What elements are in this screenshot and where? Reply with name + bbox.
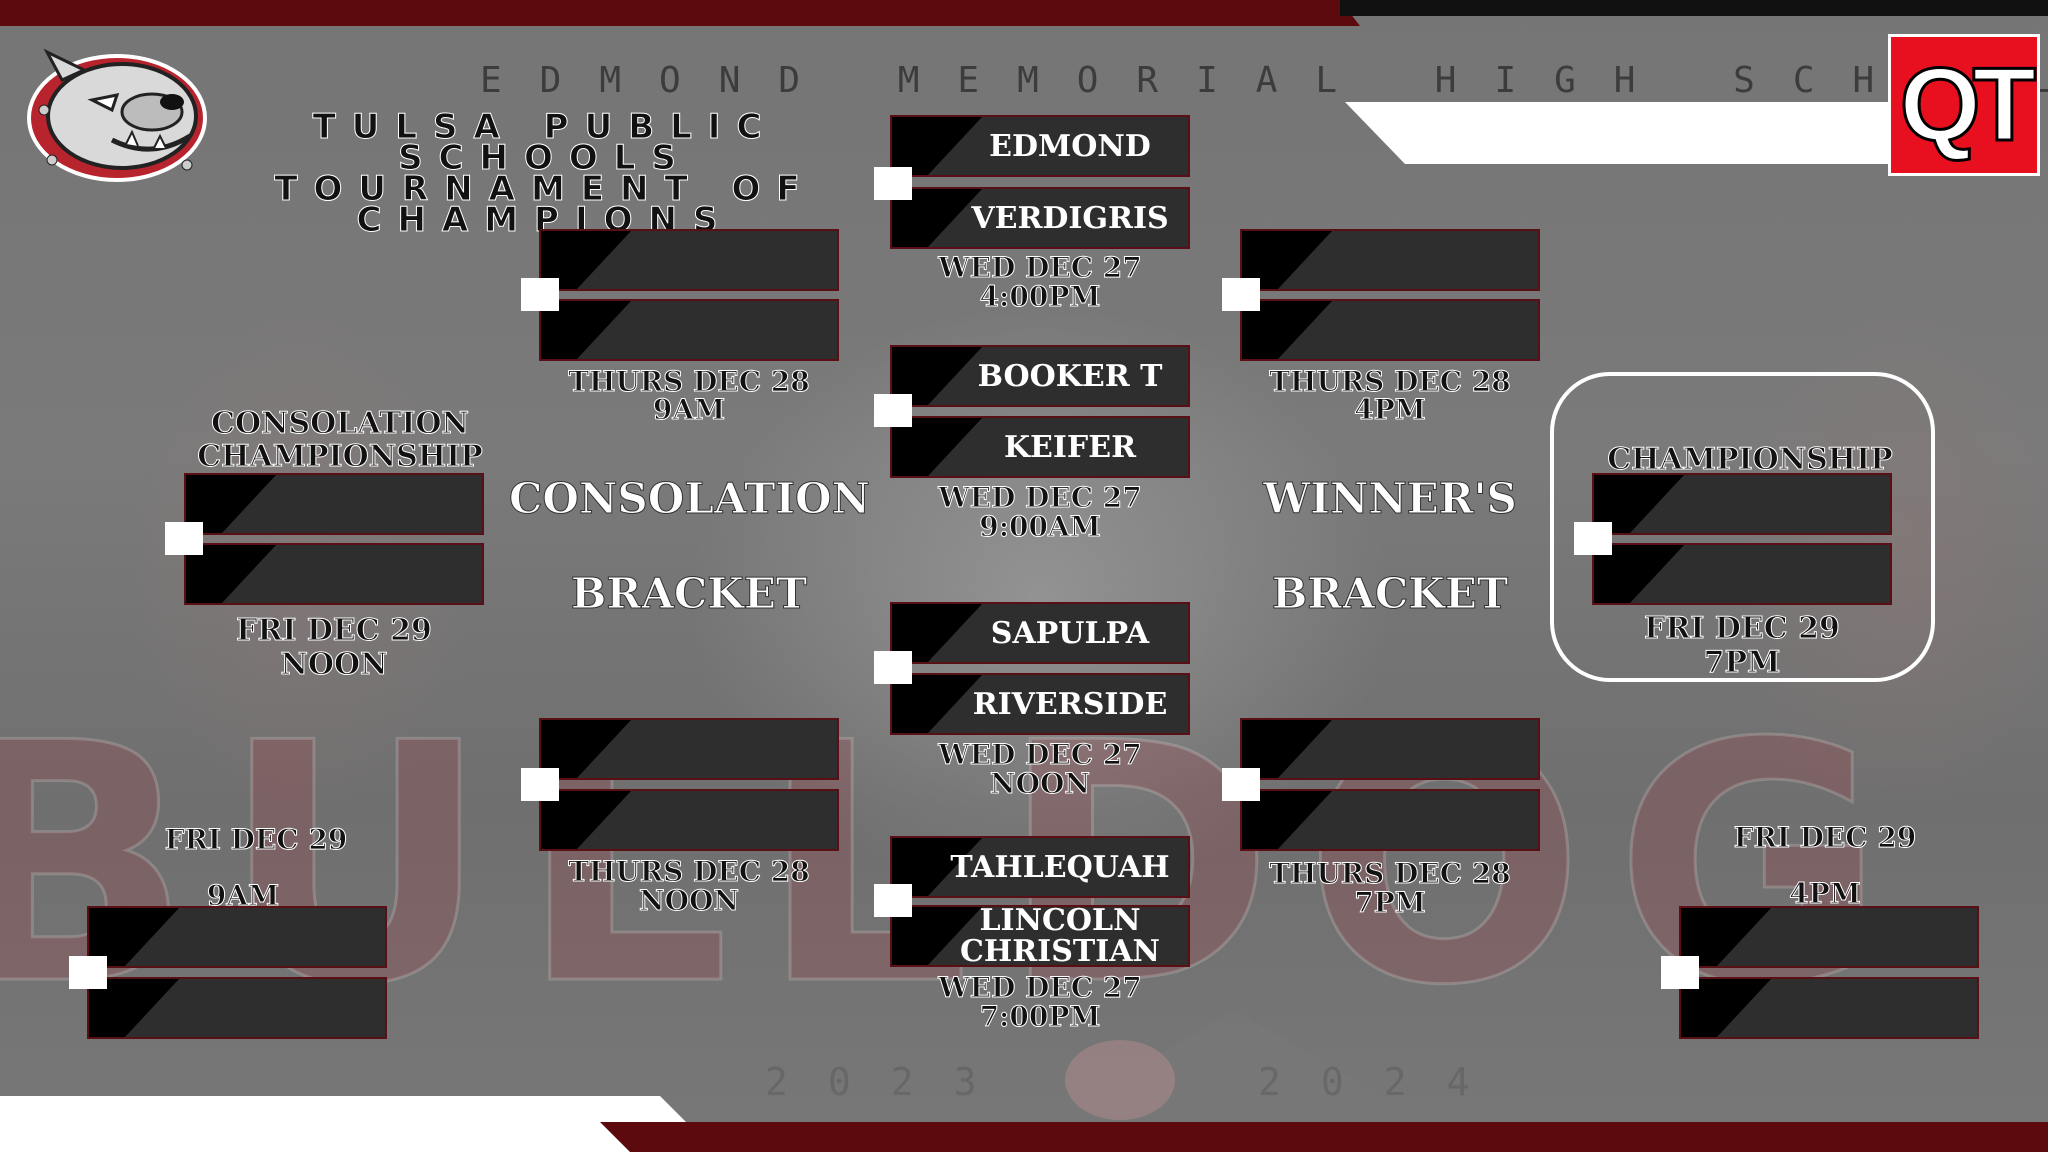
bracket-connector xyxy=(874,394,912,427)
bracket-connector xyxy=(874,884,912,917)
first-round-game1-bottom-slot: VERDIGRIS xyxy=(890,187,1190,249)
game-time: 7PM xyxy=(1703,645,1781,680)
consolation-game1-top-slot xyxy=(539,229,839,291)
team-name: VERDIGRIS xyxy=(971,200,1169,236)
game-date: WED DEC 27 xyxy=(938,251,1142,284)
game-date: WED DEC 27 xyxy=(938,971,1142,1004)
first-round-game4-bottom-slot: LINCOLN CHRISTIAN xyxy=(890,905,1190,967)
team-name: RIVERSIDE xyxy=(972,686,1168,722)
game-date: THURS DEC 28 xyxy=(568,365,811,398)
consolation-championship-title-line2: CHAMPIONSHIP xyxy=(197,439,483,474)
game-date: FRI DEC 29 xyxy=(1733,821,1917,854)
first-round-game3-bottom-slot: RIVERSIDE xyxy=(890,673,1190,735)
winners-label: WINNER'S xyxy=(1263,474,1518,524)
consolation-label: CONSOLATION xyxy=(509,474,871,524)
game-date: FRI DEC 29 xyxy=(236,613,433,648)
placement-right-bottom-slot xyxy=(1679,977,1979,1039)
bracket-connector xyxy=(521,278,559,311)
consolation-game2-bottom-slot xyxy=(539,789,839,851)
championship-highlight-box xyxy=(1550,372,1935,682)
placement-left-bottom-slot xyxy=(87,977,387,1039)
bracket-connector xyxy=(521,768,559,801)
championship-top-slot xyxy=(1592,473,1892,535)
consolation-game2-top-slot xyxy=(539,718,839,780)
placement-right-top-slot xyxy=(1679,906,1979,968)
placement-left-top-slot xyxy=(87,906,387,968)
game-time: NOON xyxy=(280,647,388,682)
consolation-championship-title: CONSOLATION xyxy=(211,406,470,441)
first-round-game2-bottom-slot: KEIFER xyxy=(890,416,1190,478)
game-date: FRI DEC 29 xyxy=(1644,611,1841,646)
winners-bracket-label: BRACKET xyxy=(1271,569,1509,619)
game-time: NOON xyxy=(639,884,740,917)
winners-game1-top-slot xyxy=(1240,229,1540,291)
game-time: 7PM xyxy=(1354,886,1427,919)
winners-game2-top-slot xyxy=(1240,718,1540,780)
winners-game1-bottom-slot xyxy=(1240,299,1540,361)
game-date: THURS DEC 28 xyxy=(568,855,811,888)
qt-logo-text: QT xyxy=(1898,47,2037,163)
team-name: TAHLEQUAH xyxy=(950,849,1170,885)
championship-title: CHAMPIONSHIP xyxy=(1607,442,1893,477)
game-time: 9AM xyxy=(652,393,726,426)
game-time: 4:00PM xyxy=(979,280,1101,313)
team-name: EDMOND xyxy=(989,128,1151,164)
game-time: NOON xyxy=(990,767,1091,800)
bracket-connector xyxy=(1661,956,1699,989)
first-round-game4-top-slot: TAHLEQUAH xyxy=(890,836,1190,898)
consolation-game1-bottom-slot xyxy=(539,299,839,361)
game-time: 9:00AM xyxy=(979,510,1102,543)
bottom-bulldog-icon xyxy=(1065,1040,1175,1120)
bracket-connector xyxy=(874,651,912,684)
first-round-game3-top-slot: SAPULPA xyxy=(890,602,1190,664)
game-date: WED DEC 27 xyxy=(938,481,1142,514)
consolation-bracket-label: BRACKET xyxy=(570,569,808,619)
school-name: EDMOND MEMORIAL HIGH SCHOOL xyxy=(480,60,2048,101)
bracket-connector xyxy=(1574,522,1612,555)
bottom-white-band xyxy=(0,1096,690,1152)
first-round-game1-top-slot: EDMOND xyxy=(890,115,1190,177)
game-date: THURS DEC 28 xyxy=(1269,365,1512,398)
first-round-game2-top-slot: BOOKER T xyxy=(890,345,1190,407)
game-time: 4PM xyxy=(1789,877,1862,910)
consolation-championship-top-slot xyxy=(184,473,484,535)
bracket-connector xyxy=(165,522,203,555)
year-left: 2023 xyxy=(765,1060,1017,1104)
championship-bottom-slot xyxy=(1592,543,1892,605)
team-name: SAPULPA xyxy=(990,615,1150,651)
bracket-connector xyxy=(874,167,912,200)
header-white-slash xyxy=(1345,102,1905,164)
winners-game2-bottom-slot xyxy=(1240,789,1540,851)
bracket-connector xyxy=(1222,278,1260,311)
bracket-connector xyxy=(69,956,107,989)
game-date: WED DEC 27 xyxy=(938,738,1142,771)
bottom-red-band xyxy=(600,1122,2048,1152)
game-time: 7:00PM xyxy=(979,1000,1101,1033)
team-name: KEIFER xyxy=(1003,429,1137,465)
game-date: FRI DEC 29 xyxy=(164,823,348,856)
bracket-connector xyxy=(1222,768,1260,801)
tournament-title: TULSA PUBLIC SCHOOLS TOURNAMENT OF CHAMP… xyxy=(274,107,816,240)
consolation-championship-bottom-slot xyxy=(184,543,484,605)
bulldog-logo-icon xyxy=(27,48,207,182)
team-name: LINCOLN CHRISTIAN xyxy=(960,905,1160,967)
game-date: THURS DEC 28 xyxy=(1269,857,1512,890)
year-right: 2024 xyxy=(1258,1060,1510,1104)
qt-sponsor-logo: QT xyxy=(1888,34,2040,176)
top-red-band xyxy=(0,0,1360,26)
team-name: BOOKER T xyxy=(977,358,1163,394)
top-black-band xyxy=(1340,0,2048,16)
game-time: 4PM xyxy=(1354,393,1427,426)
